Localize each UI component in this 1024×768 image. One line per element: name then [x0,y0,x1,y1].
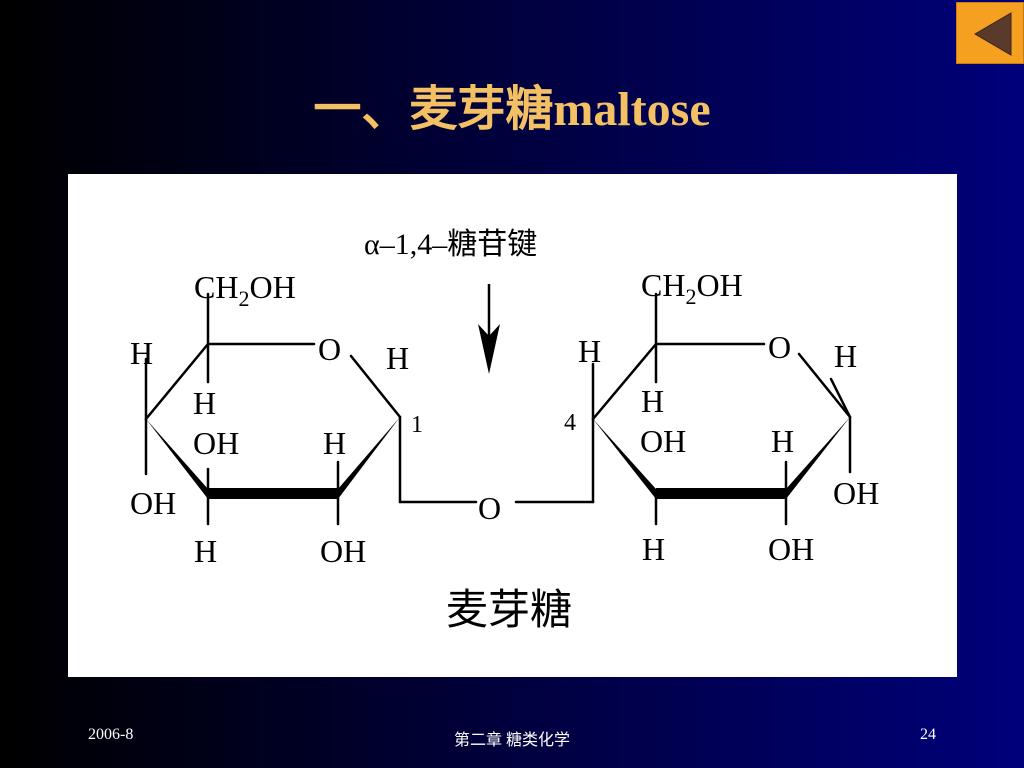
left-c5-h-label: H [130,335,153,371]
right-c2-h-label: H [771,423,794,459]
left-c2-h-label: H [323,425,346,461]
maltose-structure-diagram: α–1,4–糖苷键 麦芽糖 CH2OH O H H OH H H 1 OH H … [130,228,879,634]
footer-date: 2006-8 [88,726,134,743]
left-c4-oh-label: OH [130,485,176,521]
right-c4-h-label: H [641,383,664,419]
right-c1-h-label: H [834,338,857,374]
footer-page-number: 24 [920,726,936,743]
right-c1-oh-label: OH [833,475,879,511]
left-ring-oxygen-label: O [318,331,341,367]
diagram-caption: 麦芽糖 [446,588,572,634]
right-c3-h-label: H [642,531,665,567]
right-c4-number-label: 4 [564,410,576,436]
left-c2-oh-label: OH [320,533,366,569]
right-c3-oh-label: OH [640,423,686,459]
left-c4-h-label: H [193,385,216,421]
down-arrow-icon [478,284,500,374]
right-ch2oh-label: CH2OH [641,267,743,309]
left-c3-h-label: H [194,533,217,569]
glycosidic-bond-label: α–1,4–糖苷键 [364,228,537,261]
footer-chapter: 第二章 糖类化学 [453,732,570,749]
maltose-structure-panel: α–1,4–糖苷键 麦芽糖 CH2OH O H H OH H H 1 OH H … [68,174,957,677]
slide-title: 一、麦芽糖maltose [313,83,711,136]
left-c3-oh-label: OH [193,425,239,461]
right-c5-h-label: H [578,333,601,369]
triangle-left-icon [974,12,1012,56]
right-c2-oh-label: OH [768,531,814,567]
right-ring-oxygen-label: O [768,329,791,365]
left-c1-h-label: H [386,340,409,376]
left-c1-number-label: 1 [411,412,423,438]
bridge-oxygen-label: O [478,490,501,526]
left-ch2oh-label: CH2OH [194,269,296,311]
back-button[interactable] [956,2,1024,64]
